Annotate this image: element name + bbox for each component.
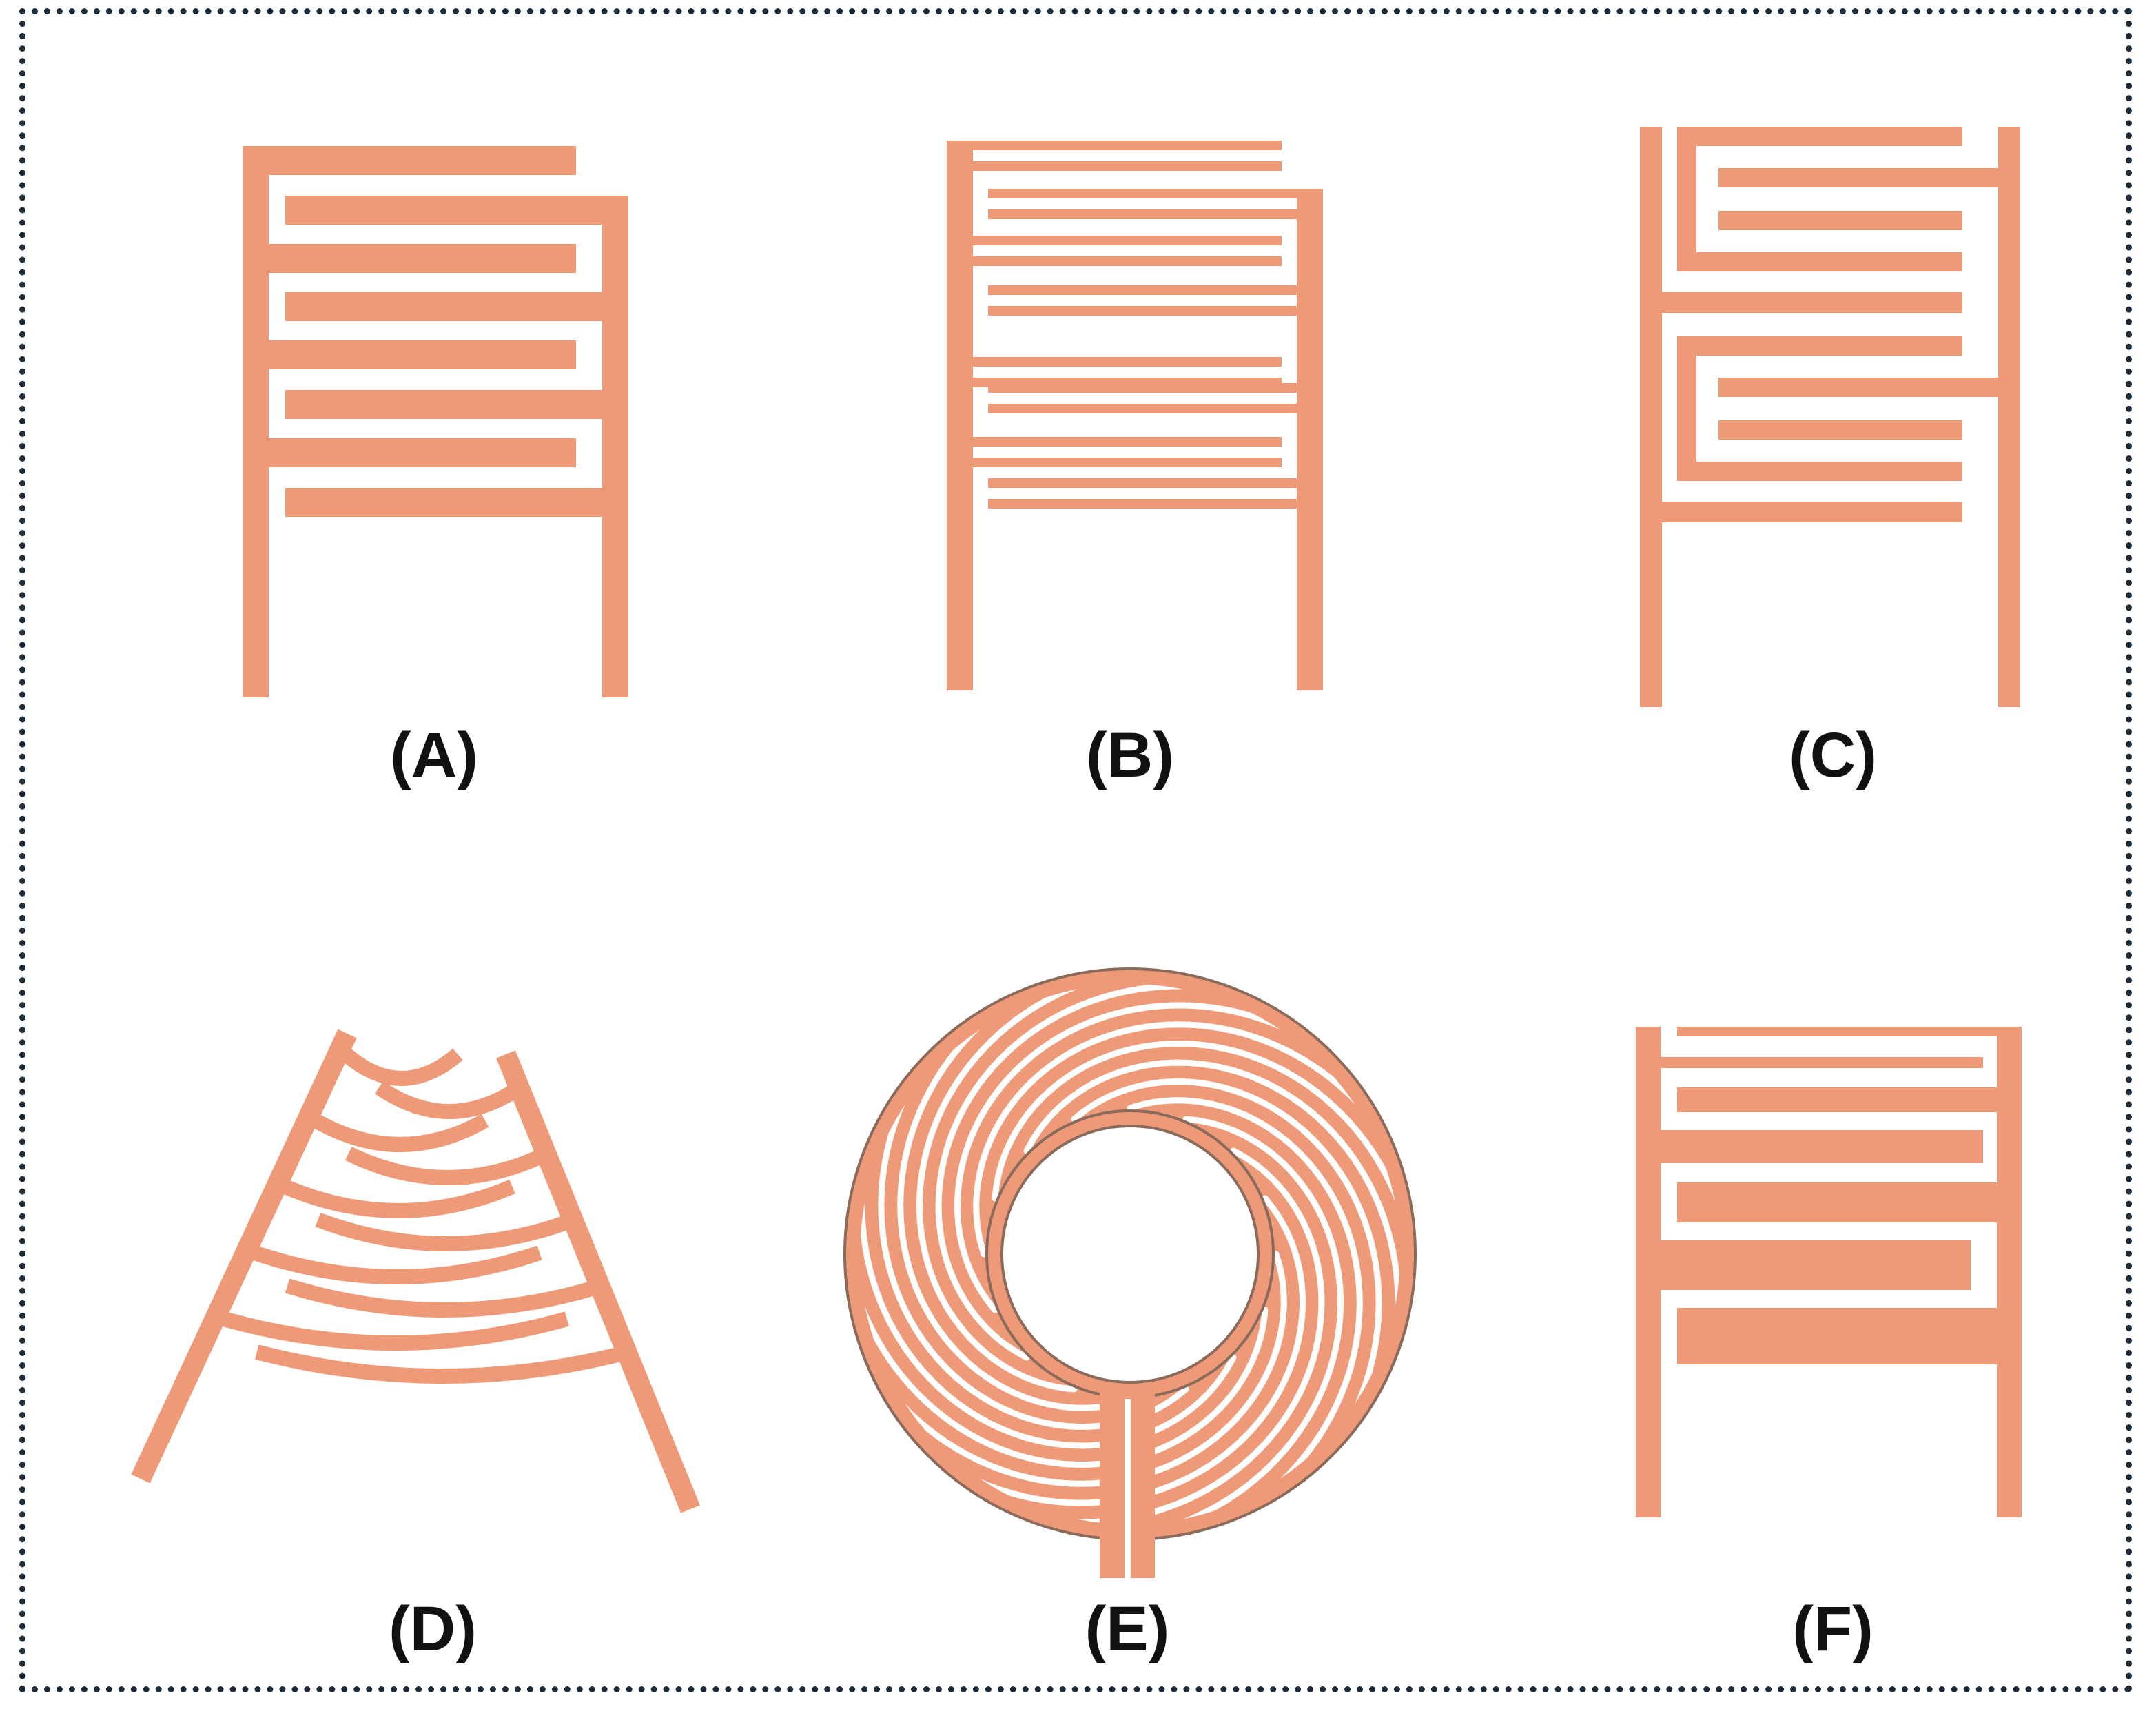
electrode-a	[243, 146, 628, 697]
spiral-gap-14	[1167, 1116, 1344, 1524]
upper-outer-bottom	[1677, 252, 1962, 271]
panel-label-d: (D)	[389, 1594, 477, 1664]
right-arc-finger-4	[345, 1147, 551, 1185]
upper-inner-finger-1	[1718, 168, 2020, 187]
lower-inner-finger-2	[1718, 420, 1962, 440]
lead-gap	[1125, 1399, 1131, 1579]
spiral-gap-9	[973, 1021, 1370, 1258]
spiral-gap-11	[1023, 1059, 1400, 1324]
left-finger-4	[947, 256, 1282, 266]
right-finger-3	[1677, 1182, 2022, 1222]
electrode-e	[843, 967, 1417, 1579]
left-finger-3	[243, 340, 576, 369]
right-finger-2	[285, 292, 628, 321]
left-finger-8	[947, 458, 1282, 467]
right-finger-8	[988, 499, 1323, 509]
spiral-gap-12	[1071, 1078, 1382, 1422]
spiral-gap-8	[954, 1002, 1297, 1313]
left-busbar	[131, 1029, 357, 1484]
right-finger-5	[988, 383, 1323, 393]
lower-connector	[1662, 502, 1962, 522]
lower-outer-side	[1677, 336, 1696, 481]
left-finger-1	[243, 146, 576, 175]
lower-outer-bottom	[1677, 462, 1962, 481]
lower-outer-top	[1677, 336, 1962, 356]
left-finger-1	[947, 141, 1282, 150]
upper-connector	[1662, 292, 1962, 313]
spiral-gap-16	[963, 1195, 1306, 1506]
right-arc-finger-8	[285, 1278, 604, 1318]
panel-label-a: (A)	[390, 720, 478, 790]
spiral-gap-15	[1060, 1147, 1325, 1524]
spiral-gap-5	[897, 1014, 1133, 1411]
upper-inner-finger-2	[1718, 211, 1962, 230]
right-arc-finger-10	[255, 1344, 631, 1384]
right-finger-4	[1677, 1308, 2022, 1364]
left-finger-2	[947, 161, 1282, 171]
left-finger-7	[947, 437, 1282, 447]
dotted-frame	[19, 8, 2132, 1692]
left-finger-4	[243, 438, 576, 467]
right-finger-3	[285, 390, 628, 419]
left-arc-finger-7	[251, 1245, 542, 1284]
panel-label-c: (C)	[1789, 720, 1877, 790]
left-busbar	[1640, 127, 1662, 707]
center-hole	[1000, 1125, 1260, 1384]
left-arc-finger-9	[221, 1311, 569, 1351]
right-finger-7	[988, 478, 1323, 488]
lower-inner-finger-1	[1718, 378, 2020, 397]
right-finger-6	[988, 404, 1323, 413]
spiral-gap-6	[916, 984, 1093, 1393]
left-arc-finger-1	[340, 1048, 463, 1086]
electrode-b	[947, 141, 1323, 690]
right-finger-4	[988, 306, 1323, 316]
spiral-gap-1	[890, 1251, 1287, 1487]
left-busbar	[243, 146, 269, 697]
right-busbar	[1998, 127, 2020, 707]
right-finger-3	[988, 285, 1323, 295]
left-busbar	[947, 141, 973, 690]
spiral-gap-3	[860, 1184, 1237, 1449]
upper-outer-top	[1677, 127, 1962, 146]
spiral-gap-7	[935, 984, 1200, 1361]
right-finger-1	[1677, 1027, 2022, 1036]
electrode-d	[131, 1029, 700, 1513]
panel-label-b: (B)	[1086, 720, 1174, 790]
right-finger-1	[285, 196, 628, 225]
electrode-f	[1636, 1027, 2022, 1517]
left-finger-2	[243, 244, 576, 273]
right-arc-finger-2	[374, 1080, 524, 1119]
panel-label-f: (F)	[1792, 1594, 1873, 1664]
left-arc-finger-5	[282, 1179, 515, 1218]
left-finger-5	[947, 357, 1282, 367]
right-busbar	[602, 196, 628, 697]
left-finger-3	[1636, 1240, 1971, 1290]
right-finger-4	[285, 488, 628, 517]
right-arc-finger-6	[315, 1212, 577, 1251]
left-finger-1	[1636, 1057, 1983, 1068]
right-finger-2	[1677, 1087, 2022, 1112]
left-finger-3	[947, 236, 1282, 245]
spiral-gap-13	[1127, 1097, 1363, 1494]
right-finger-1	[988, 189, 1323, 198]
right-finger-2	[988, 209, 1323, 219]
right-busbar	[1297, 189, 1323, 690]
upper-outer-side	[1677, 127, 1696, 271]
left-arc-finger-3	[311, 1114, 489, 1152]
left-finger-2	[1636, 1130, 1983, 1163]
spiral-gap-10	[992, 1040, 1400, 1217]
panel-label-e: (E)	[1085, 1594, 1170, 1664]
electrode-c	[1640, 127, 2020, 707]
